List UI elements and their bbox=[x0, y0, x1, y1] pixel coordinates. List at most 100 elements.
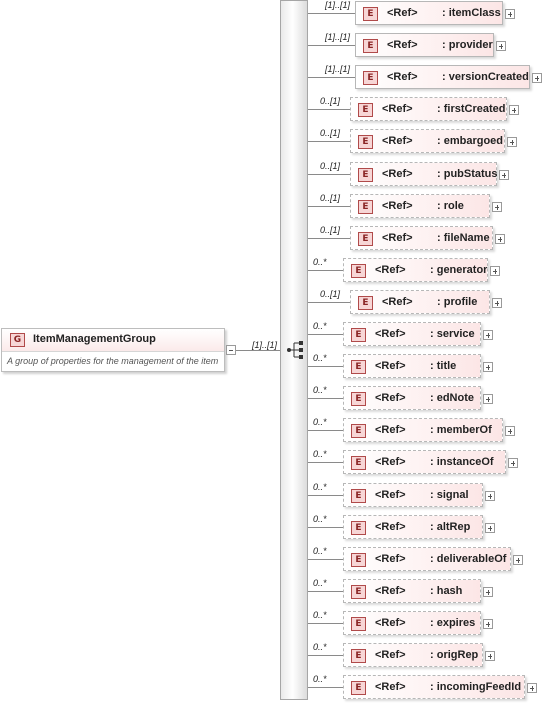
element-expand-icon[interactable] bbox=[490, 266, 500, 276]
element-badge-icon: E bbox=[358, 200, 373, 214]
element-expand-icon[interactable] bbox=[485, 491, 495, 501]
element-ref-label: <Ref> bbox=[375, 456, 406, 468]
element-connector-line bbox=[308, 270, 343, 271]
element-expand-icon[interactable] bbox=[492, 298, 502, 308]
element-box[interactable]: E<Ref>: origRep bbox=[343, 643, 483, 667]
element-expand-icon[interactable] bbox=[495, 234, 505, 244]
element-fill bbox=[344, 323, 480, 345]
element-box[interactable]: E<Ref>: generator bbox=[343, 258, 488, 282]
element-multiplicity: 0..* bbox=[313, 514, 327, 524]
element-name: : signal bbox=[430, 489, 469, 501]
element-expand-icon[interactable] bbox=[483, 362, 493, 372]
element-box[interactable]: E<Ref>: title bbox=[343, 354, 481, 378]
element-name: : deliverableOf bbox=[430, 553, 507, 565]
element-expand-icon[interactable] bbox=[483, 330, 493, 340]
element-connector-line bbox=[308, 398, 343, 399]
element-expand-icon[interactable] bbox=[492, 202, 502, 212]
element-expand-icon[interactable] bbox=[483, 394, 493, 404]
element-box[interactable]: E<Ref>: firstCreated bbox=[350, 97, 507, 121]
element-multiplicity: 0..* bbox=[313, 674, 327, 684]
element-multiplicity: 0..[1] bbox=[320, 193, 341, 203]
sequence-icon[interactable] bbox=[286, 341, 306, 359]
element-multiplicity: 0..* bbox=[313, 257, 327, 267]
element-name: : generator bbox=[430, 264, 488, 276]
element-expand-icon[interactable] bbox=[483, 587, 493, 597]
element-box[interactable]: E<Ref>: itemClass bbox=[355, 1, 503, 25]
element-fill bbox=[351, 195, 489, 217]
element-box[interactable]: E<Ref>: provider bbox=[355, 33, 494, 57]
element-ref-label: <Ref> bbox=[387, 39, 418, 51]
element-expand-icon[interactable] bbox=[505, 426, 515, 436]
element-ref-label: <Ref> bbox=[382, 296, 413, 308]
element-name: : fileName bbox=[437, 232, 490, 244]
element-name: : hash bbox=[430, 585, 463, 597]
group-box-item-management-group[interactable]: G ItemManagementGroup A group of propert… bbox=[1, 328, 225, 372]
element-connector-line bbox=[308, 13, 355, 14]
element-expand-icon[interactable] bbox=[509, 105, 519, 115]
element-badge-icon: E bbox=[358, 168, 373, 182]
element-connector-line bbox=[308, 430, 343, 431]
element-ref-label: <Ref> bbox=[375, 489, 406, 501]
element-ref-label: <Ref> bbox=[382, 232, 413, 244]
element-name: : firstCreated bbox=[437, 103, 506, 115]
element-connector-line bbox=[308, 687, 343, 688]
group-collapse-icon[interactable] bbox=[226, 345, 236, 355]
element-box[interactable]: E<Ref>: hash bbox=[343, 579, 481, 603]
element-expand-icon[interactable] bbox=[483, 619, 493, 629]
element-box[interactable]: E<Ref>: profile bbox=[350, 290, 490, 314]
element-expand-icon[interactable] bbox=[507, 137, 517, 147]
element-expand-icon[interactable] bbox=[513, 555, 523, 565]
element-ref-label: <Ref> bbox=[375, 585, 406, 597]
element-ref-label: <Ref> bbox=[375, 553, 406, 565]
element-expand-icon[interactable] bbox=[508, 458, 518, 468]
element-box[interactable]: E<Ref>: deliverableOf bbox=[343, 547, 511, 571]
element-box[interactable]: E<Ref>: incomingFeedId bbox=[343, 675, 525, 699]
group-connector-line bbox=[236, 350, 280, 351]
element-box[interactable]: E<Ref>: pubStatus bbox=[350, 162, 498, 186]
element-expand-icon[interactable] bbox=[532, 73, 542, 83]
element-box[interactable]: E<Ref>: versionCreated bbox=[355, 65, 530, 89]
element-box[interactable]: E<Ref>: embargoed bbox=[350, 129, 505, 153]
element-expand-icon[interactable] bbox=[485, 523, 495, 533]
element-connector-line bbox=[308, 109, 350, 110]
element-ref-label: <Ref> bbox=[375, 360, 406, 372]
element-ref-label: <Ref> bbox=[375, 521, 406, 533]
element-ref-label: <Ref> bbox=[382, 168, 413, 180]
element-expand-icon[interactable] bbox=[485, 651, 495, 661]
element-connector-line bbox=[308, 462, 343, 463]
element-name: : instanceOf bbox=[430, 456, 494, 468]
element-connector-line bbox=[308, 366, 343, 367]
element-connector-line bbox=[308, 559, 343, 560]
element-name: : edNote bbox=[430, 392, 474, 404]
element-multiplicity: 0..* bbox=[313, 482, 327, 492]
element-expand-icon[interactable] bbox=[499, 170, 509, 180]
element-box[interactable]: E<Ref>: memberOf bbox=[343, 418, 503, 442]
element-box[interactable]: E<Ref>: expires bbox=[343, 611, 481, 635]
element-ref-label: <Ref> bbox=[387, 71, 418, 83]
element-box[interactable]: E<Ref>: instanceOf bbox=[343, 450, 506, 474]
element-multiplicity: 0..[1] bbox=[320, 128, 341, 138]
element-badge-icon: E bbox=[358, 296, 373, 310]
element-box[interactable]: E<Ref>: signal bbox=[343, 483, 483, 507]
element-fill bbox=[344, 484, 482, 506]
element-box[interactable]: E<Ref>: service bbox=[343, 322, 481, 346]
element-fill bbox=[344, 612, 480, 634]
element-badge-icon: E bbox=[351, 617, 366, 631]
element-name: : service bbox=[430, 328, 475, 340]
element-ref-label: <Ref> bbox=[375, 649, 406, 661]
element-fill bbox=[351, 163, 496, 185]
element-box[interactable]: E<Ref>: edNote bbox=[343, 386, 481, 410]
element-expand-icon[interactable] bbox=[505, 9, 515, 19]
element-expand-icon[interactable] bbox=[527, 683, 537, 693]
element-box[interactable]: E<Ref>: altRep bbox=[343, 515, 483, 539]
element-box[interactable]: E<Ref>: role bbox=[350, 194, 490, 218]
element-box[interactable]: E<Ref>: fileName bbox=[350, 226, 493, 250]
element-badge-icon: E bbox=[358, 103, 373, 117]
element-connector-line bbox=[308, 238, 350, 239]
element-fill bbox=[344, 259, 487, 281]
element-ref-label: <Ref> bbox=[387, 7, 418, 19]
element-connector-line bbox=[308, 141, 350, 142]
group-header: G ItemManagementGroup bbox=[2, 329, 224, 352]
element-expand-icon[interactable] bbox=[496, 41, 506, 51]
element-badge-icon: E bbox=[351, 392, 366, 406]
